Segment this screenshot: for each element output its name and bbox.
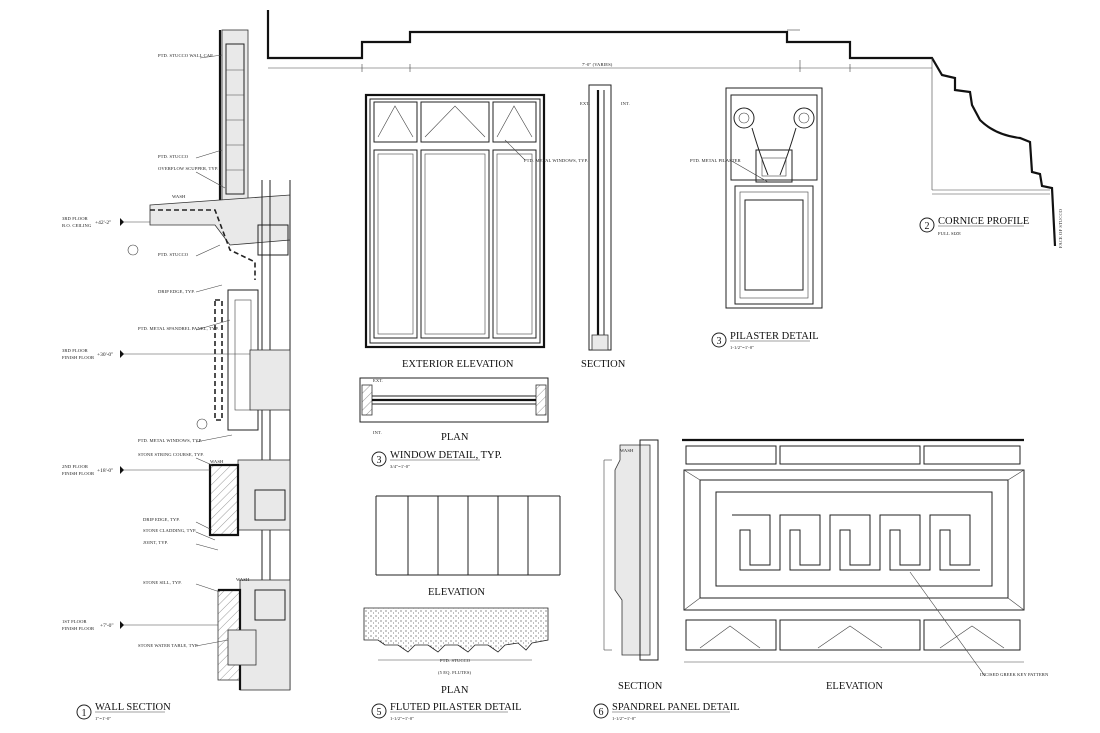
- cornice-width-dim: 7'-0" (VARIES): [582, 62, 613, 67]
- spandrel-section: [603, 439, 659, 661]
- wall-section-drawing: [120, 29, 291, 691]
- window-plan: [359, 377, 549, 423]
- section-int-label: INT.: [621, 101, 630, 106]
- note-stucco: PTD. STUCCO: [158, 154, 189, 159]
- label-exterior-elevation: EXTERIOR ELEVATION: [402, 359, 514, 370]
- detail-number: 6: [599, 707, 604, 718]
- note-pilaster: PTD. METAL PILASTER: [690, 158, 742, 163]
- detail-number: 3: [717, 336, 722, 347]
- note-metal-windows: PTD. METAL WINDOWS, TYP.: [138, 438, 202, 444]
- level-elev: +42'-2": [95, 220, 111, 226]
- detail-title: WALL SECTION: [95, 702, 171, 713]
- level-elev: +18'-0": [97, 468, 113, 474]
- cornice-profile-drawing: [266, 10, 1057, 247]
- label-fluted-elevation: ELEVATION: [428, 587, 485, 598]
- detail-scale: FULL SIZE: [938, 231, 961, 236]
- note-fluted-stucco: PTD. STUCCO: [440, 658, 471, 663]
- title-window-detail: 3 WINDOW DETAIL, TYP. 3/4"=1'-0": [371, 450, 502, 469]
- section-ext-label: EXT.: [580, 101, 590, 106]
- title-spandrel-panel: 6 SPANDREL PANEL DETAIL 1-1/2"=1'-0": [593, 702, 740, 721]
- detail-scale: 1-1/2"=1'-0": [390, 716, 414, 721]
- fluted-elevation: [375, 495, 561, 576]
- level-name: 1ST FLOOR: [62, 619, 88, 624]
- note-wall-cap: PTD. STUCCO WALL CAP: [158, 53, 213, 58]
- detail-title: PILASTER DETAIL: [730, 331, 819, 342]
- label-window-plan: PLAN: [441, 432, 469, 443]
- detail-scale: 1-1/2"=1'-0": [730, 345, 754, 350]
- detail-number: 3: [377, 455, 382, 466]
- level-sub: FINISH FLOOR: [62, 626, 95, 631]
- note-spandrel-panel: PTD. METAL SPANDREL PANEL, TYP.: [138, 326, 219, 332]
- note-string-course: STONE STRING COURSE, TYP.: [138, 452, 204, 458]
- detail-scale: 1"=1'-0": [95, 716, 111, 721]
- level-sub: FINISH FLOOR: [62, 355, 95, 360]
- label-fluted-plan: PLAN: [441, 685, 469, 696]
- detail-title: WINDOW DETAIL, TYP.: [390, 450, 502, 461]
- note-stone-sill: STONE SILL, TYP.: [143, 580, 182, 586]
- title-pilaster-detail: 3 PILASTER DETAIL 1-1/2"=1'-0": [711, 331, 819, 350]
- note-greek-key: INCISED GREEK KEY PATTERN: [980, 672, 1049, 677]
- detail-title: FLUTED PILASTER DETAIL: [390, 702, 522, 713]
- spandrel-elevation: [682, 438, 1025, 677]
- note-drip-edge-2: DRIP EDGE, TYP.: [143, 517, 180, 523]
- plan-ext-label: EXT.: [373, 378, 383, 383]
- spandrel-wash-label: WASH: [620, 448, 634, 453]
- title-wall-section: 1 WALL SECTION 1"=1'-0": [76, 702, 171, 721]
- note-wash-2: WASH: [210, 459, 224, 464]
- level-elev: +7'-0": [100, 623, 114, 629]
- level-sub: FINISH FLOOR: [62, 471, 95, 476]
- note-stone-cladding: STONE CLADDING, TYP.: [143, 528, 196, 534]
- window-exterior-elevation: [364, 93, 546, 349]
- note-drip-edge: DRIP EDGE, TYP.: [158, 289, 195, 295]
- note-water-table: STONE WATER TABLE, TYP.: [138, 643, 198, 649]
- face-of-stucco-label: FACE OF STUCCO: [1058, 208, 1063, 248]
- title-fluted-pilaster: 5 FLUTED PILASTER DETAIL 1-1/2"=1'-0": [371, 702, 522, 721]
- note-scupper: OVERFLOW SCUPPER, TYP.: [158, 166, 218, 172]
- detail-number: 2: [925, 221, 930, 232]
- plan-int-label: INT.: [373, 430, 382, 435]
- detail-scale: 1-1/2"=1'-0": [612, 716, 636, 721]
- level-name: 3RD FLOOR: [62, 348, 89, 353]
- fluted-dim-label: (5 EQ. FLUTES): [438, 670, 472, 675]
- level-name: 3RD FLOOR: [62, 216, 89, 221]
- note-wash: WASH: [172, 194, 186, 199]
- level-elev: +30'-0": [97, 352, 113, 358]
- detail-number: 1: [82, 708, 87, 719]
- label-spandrel-elevation: ELEVATION: [826, 681, 883, 692]
- detail-title: CORNICE PROFILE: [938, 216, 1029, 227]
- note-windows: PTD. METAL WINDOWS, TYP.: [524, 158, 588, 164]
- fluted-plan: [363, 607, 549, 661]
- detail-number: 5: [377, 707, 382, 718]
- label-spandrel-section: SECTION: [618, 681, 663, 692]
- window-section: [588, 84, 612, 351]
- level-sub: B.O. CEILING: [62, 223, 92, 228]
- note-joint: JOINT, TYP.: [143, 540, 168, 546]
- pilaster-drawing: [725, 87, 823, 309]
- label-window-section: SECTION: [581, 359, 626, 370]
- note-wash-3: WASH: [236, 577, 250, 582]
- level-name: 2ND FLOOR: [62, 464, 89, 469]
- note-stucco-2: PTD. STUCCO: [158, 252, 189, 257]
- title-cornice-profile: 2 CORNICE PROFILE FULL SIZE: [919, 216, 1029, 236]
- detail-scale: 3/4"=1'-0": [390, 464, 410, 469]
- detail-title: SPANDREL PANEL DETAIL: [612, 702, 740, 713]
